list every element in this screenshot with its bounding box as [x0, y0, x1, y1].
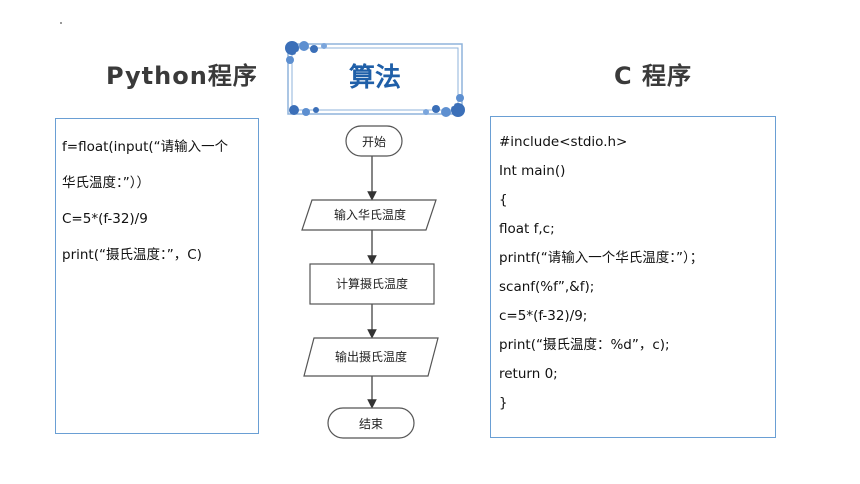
flow-start-node [345, 125, 403, 157]
flow-input-label: 输入华氏温度 [334, 207, 406, 222]
flow-start-label: 开始 [362, 135, 386, 149]
ornament-top-left [285, 41, 327, 64]
c-code-line: scanf(%f”,&f); [499, 279, 595, 295]
c-code-line: } [499, 395, 508, 411]
ornament-bottom-right [423, 94, 465, 117]
python-code-panel: f=float(input(“请输入一个 华氏温度：”）） C=5*(f-32)… [55, 118, 259, 434]
python-title: Python程序 [106, 62, 258, 90]
c-code-line: { [499, 192, 508, 208]
python-code-line: C=5*(f-32)/9 [62, 211, 148, 227]
title-frame [285, 41, 465, 117]
flow-output-label: 输出摄氏温度 [335, 349, 407, 364]
c-code-line: print(“摄氏温度：%d”，c); [499, 337, 670, 353]
c-code-line: c=5*(f-32)/9; [499, 308, 588, 324]
ornament-bottom-left [289, 105, 319, 116]
c-program-title: C 程序 [614, 62, 692, 90]
c-code-line: printf(“请输入一个华氏温度：”）； [499, 250, 704, 266]
flow-input-node [301, 199, 437, 231]
flow-end-node [327, 407, 415, 439]
flow-process-node [309, 263, 435, 305]
flow-process-label: 计算摄氏温度 [336, 276, 408, 291]
python-code-line: f=float(input(“请输入一个 [62, 139, 229, 155]
python-code-line: 华氏温度：”）） [62, 175, 150, 191]
c-code-line: float f,c; [499, 221, 555, 237]
c-code-panel: #include<stdio.h> Int main() { float f,c… [490, 116, 776, 438]
flow-end-label: 结束 [359, 417, 383, 431]
stray-dot [60, 22, 62, 24]
flowchart: 开始 输入华氏温度 计算摄氏温度 输出摄氏温度 结束 [301, 125, 439, 439]
c-code-line: return 0; [499, 366, 558, 382]
python-code-line: print(“摄氏温度：”，C) [62, 247, 202, 263]
algorithm-title: 算法 [348, 63, 401, 93]
c-code-line: Int main() [499, 163, 566, 179]
c-code-line: #include<stdio.h> [499, 134, 628, 150]
flow-output-node [303, 337, 439, 377]
